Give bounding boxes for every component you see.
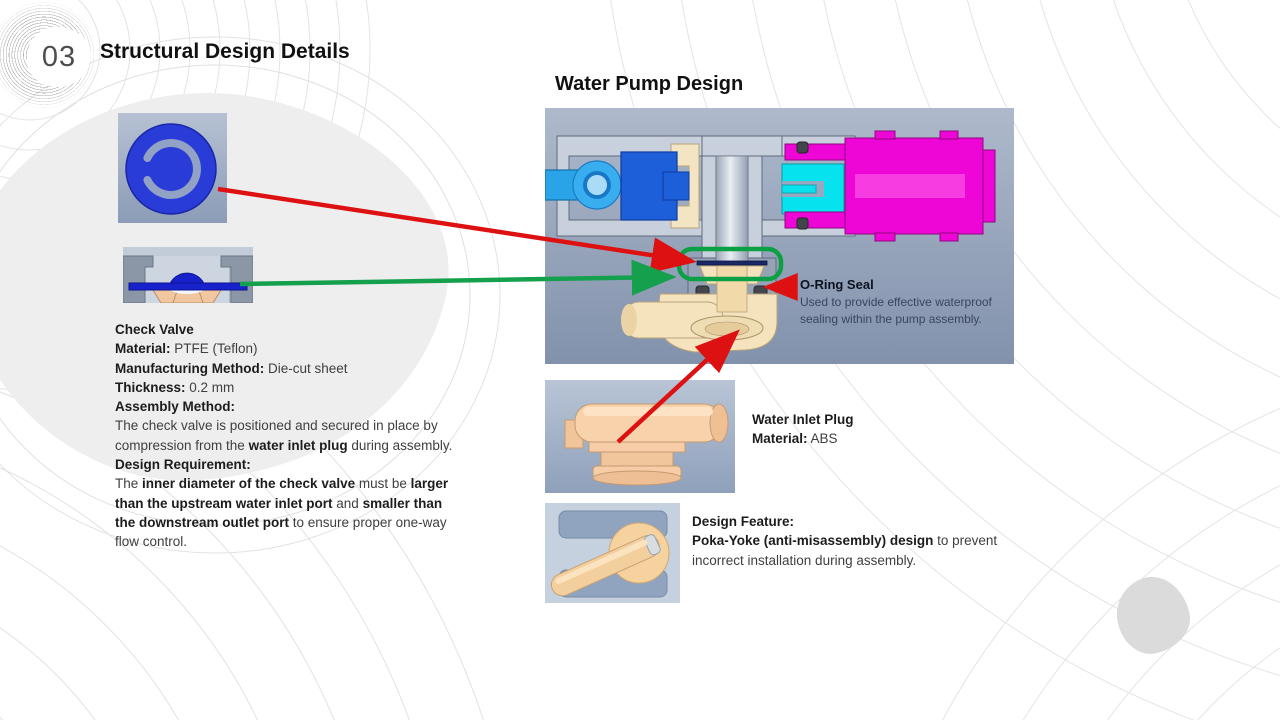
check-valve-seated-image — [123, 247, 253, 303]
check-valve-top-view-image — [118, 113, 227, 223]
check-valve-c-slot — [143, 139, 201, 199]
pump-cross-section-image — [545, 108, 1014, 364]
cyan-connector — [781, 163, 845, 215]
section-number: 03 — [41, 40, 77, 73]
design-feature-note: Design Feature:Poka-Yoke (anti-misassemb… — [692, 514, 998, 568]
water-inlet-plug-image — [545, 380, 735, 493]
o-ring-top — [796, 141, 809, 154]
check-valve-edge — [696, 260, 768, 266]
pump-shaft — [715, 155, 749, 267]
figure-title: Water Pump Design — [555, 73, 744, 95]
o-ring-bottom — [796, 217, 809, 230]
angled-cylinder — [550, 534, 661, 597]
section-number-badge: 03 — [27, 27, 91, 87]
poka-yoke-image — [545, 503, 680, 603]
check-valve-disc — [125, 123, 217, 215]
page-title: Structural Design Details — [100, 40, 350, 63]
magenta-pump-cap — [784, 130, 996, 242]
